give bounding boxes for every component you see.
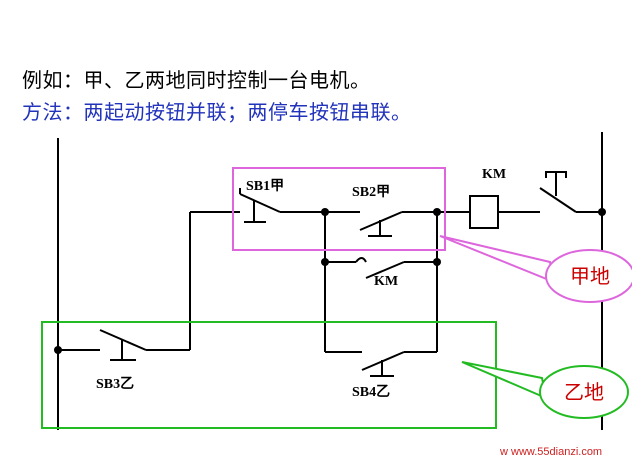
method-text: 方法：两起动按钮并联；两停车按钮串联。 <box>22 100 412 124</box>
sb2-label: SB2甲 <box>352 184 390 200</box>
junction-top-left <box>321 208 329 216</box>
km-hold-contact <box>365 261 405 279</box>
callout-a-label: 甲地 <box>570 264 610 288</box>
callout-b <box>461 361 629 419</box>
km-hold-hook <box>355 257 367 263</box>
callout-b-label: 乙地 <box>564 380 604 404</box>
junction-right-rail <box>598 208 606 216</box>
sb4-label: SB4乙 <box>352 384 390 400</box>
callout-a-pointer <box>439 235 556 284</box>
location-b-box <box>41 321 497 429</box>
junction-mid-left <box>321 258 329 266</box>
callout-a <box>439 235 632 303</box>
km-nc-contact <box>539 187 577 213</box>
watermark: w www.55dianzi.com <box>500 446 603 458</box>
km-nc-head <box>545 171 567 178</box>
sb1-contact <box>239 193 281 213</box>
km-coil <box>469 195 499 229</box>
km-contact-label: KM <box>374 274 398 289</box>
location-a-box <box>232 167 446 251</box>
callout-b-bubble <box>539 365 629 419</box>
callout-b-pointer <box>461 361 548 400</box>
junction-top-right <box>433 208 441 216</box>
callout-a-bubble <box>545 249 632 303</box>
km-coil-label: KM <box>482 167 506 182</box>
sb1-label: SB1甲 <box>246 178 284 194</box>
junction-left-rail <box>54 346 62 354</box>
sb3-label: SB3乙 <box>96 376 134 392</box>
title: 例如：甲、乙两地同时控制一台电机。 <box>22 68 371 92</box>
junction-mid-right <box>433 258 441 266</box>
